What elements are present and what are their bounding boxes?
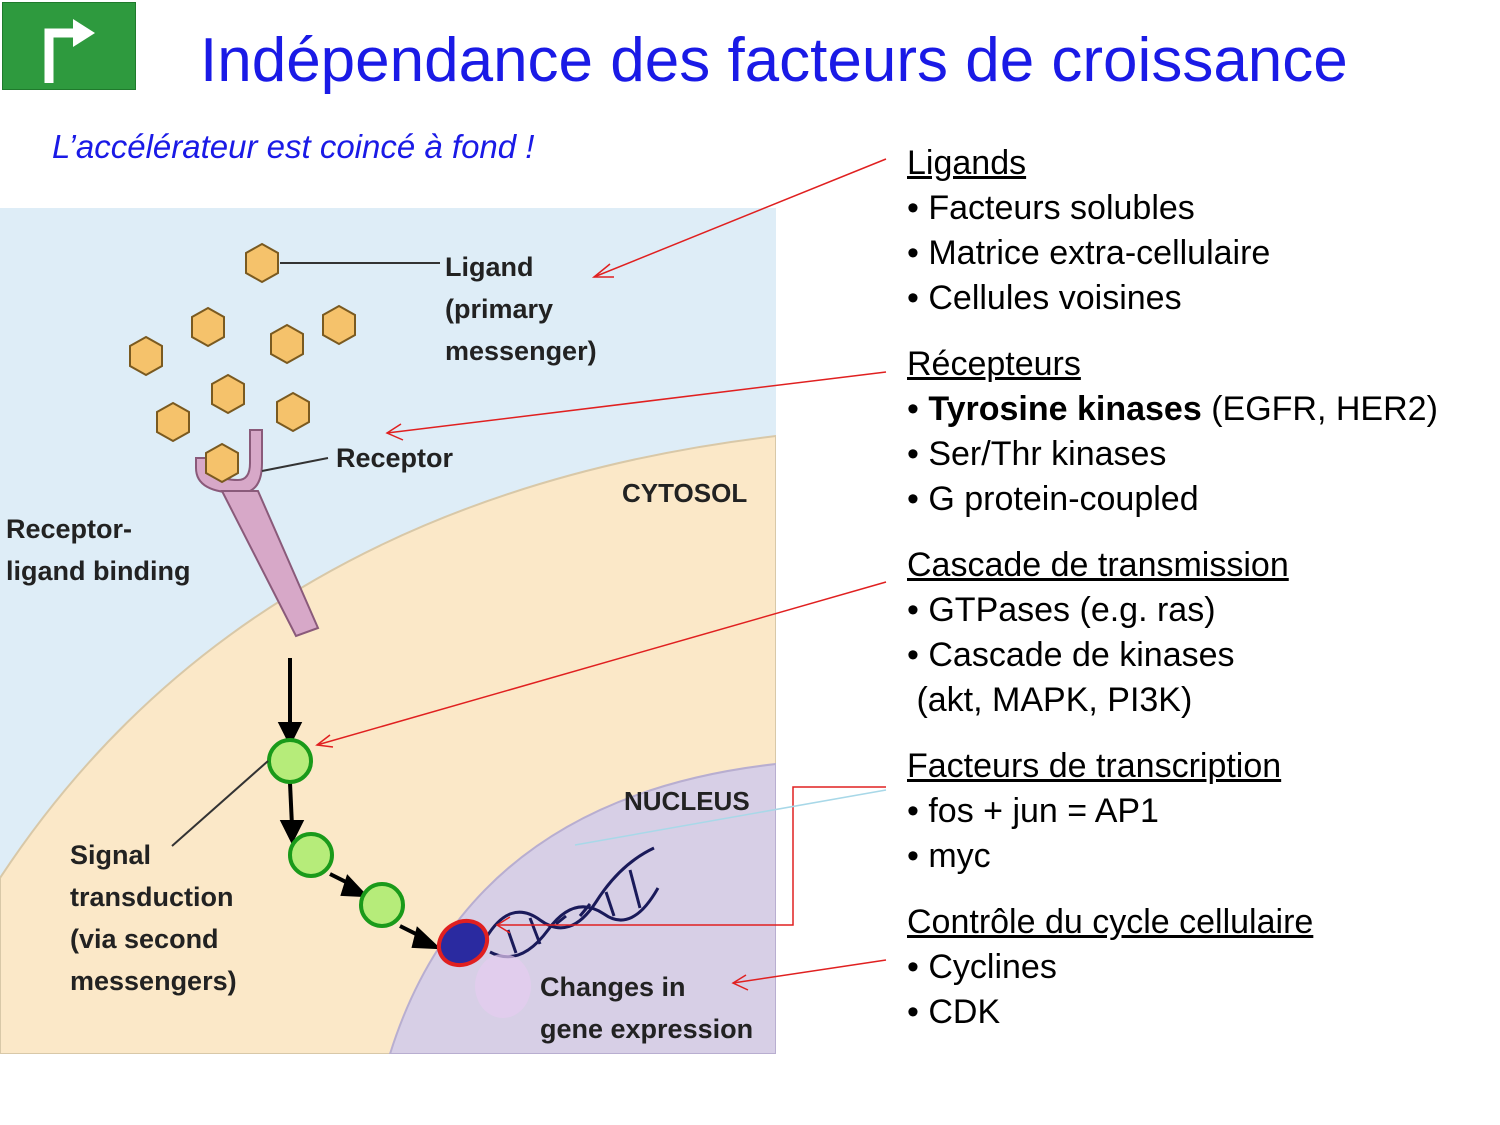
expression-glow (475, 954, 531, 1018)
list-item: • CDK (907, 993, 1001, 1031)
expression-label: Changes in gene expression (540, 972, 753, 1044)
list-item: • Matrice extra-cellulaire (907, 234, 1271, 272)
list-item: • Cellules voisines (907, 279, 1182, 317)
nucleus-label: NUCLEUS (624, 786, 750, 816)
nav-button[interactable] (2, 2, 136, 90)
cascade-arrows (277, 658, 442, 950)
section-title: Cascade de transmission (907, 546, 1289, 584)
signaling-diagram: Ligand (primary messenger) Receptor CYTO… (0, 208, 776, 1054)
bound-ligand (205, 442, 239, 484)
turn-right-arrow-icon (44, 19, 95, 83)
section-ligands: Ligands • Facteurs solubles • Matrice ex… (907, 141, 1497, 321)
section-title: Contrôle du cycle cellulaire (907, 903, 1314, 941)
section-cell-cycle: Contrôle du cycle cellulaire • Cyclines … (907, 900, 1497, 1035)
section-title: Facteurs de transcription (907, 747, 1282, 785)
list-item: • Ser/Thr kinases (907, 435, 1167, 473)
list-item: • myc (907, 837, 991, 875)
section-transcription: Facteurs de transcription • fos + jun = … (907, 744, 1497, 879)
list-item: • Tyrosine kinases (EGFR, HER2) (907, 390, 1438, 428)
bold-term: Tyrosine kinases (928, 390, 1202, 428)
mechanism-list: Ligands • Facteurs solubles • Matrice ex… (907, 141, 1497, 1035)
list-item: • G protein-coupled (907, 480, 1199, 518)
list-item: (akt, MAPK, PI3K) (907, 681, 1193, 719)
transduction-label: Signal transduction (via second messenge… (70, 840, 241, 996)
cytosol-label: CYTOSOL (622, 478, 747, 508)
list-item: • Facteurs solubles (907, 189, 1195, 227)
binding-label: Receptor- ligand binding (6, 514, 190, 586)
slide-subtitle: L’accélérateur est coincé à fond ! (52, 128, 535, 165)
section-title: Ligands (907, 144, 1027, 182)
list-item: • Cascade de kinases (907, 636, 1235, 674)
receptor-label: Receptor (336, 443, 454, 473)
ligand-molecules (129, 242, 356, 443)
slide-title: Indépendance des facteurs de croissance (200, 26, 1348, 95)
transcription-factor (436, 918, 490, 968)
section-cascade: Cascade de transmission • GTPases (e.g. … (907, 543, 1497, 723)
section-receptors: Récepteurs • Tyrosine kinases (EGFR, HER… (907, 342, 1497, 522)
list-item: • fos + jun = AP1 (907, 792, 1159, 830)
second-messengers (267, 738, 405, 928)
section-title: Récepteurs (907, 345, 1081, 383)
list-item: • Cyclines (907, 948, 1057, 986)
ligand-label: Ligand (primary messenger) (445, 252, 597, 366)
list-item: • GTPases (e.g. ras) (907, 591, 1216, 629)
